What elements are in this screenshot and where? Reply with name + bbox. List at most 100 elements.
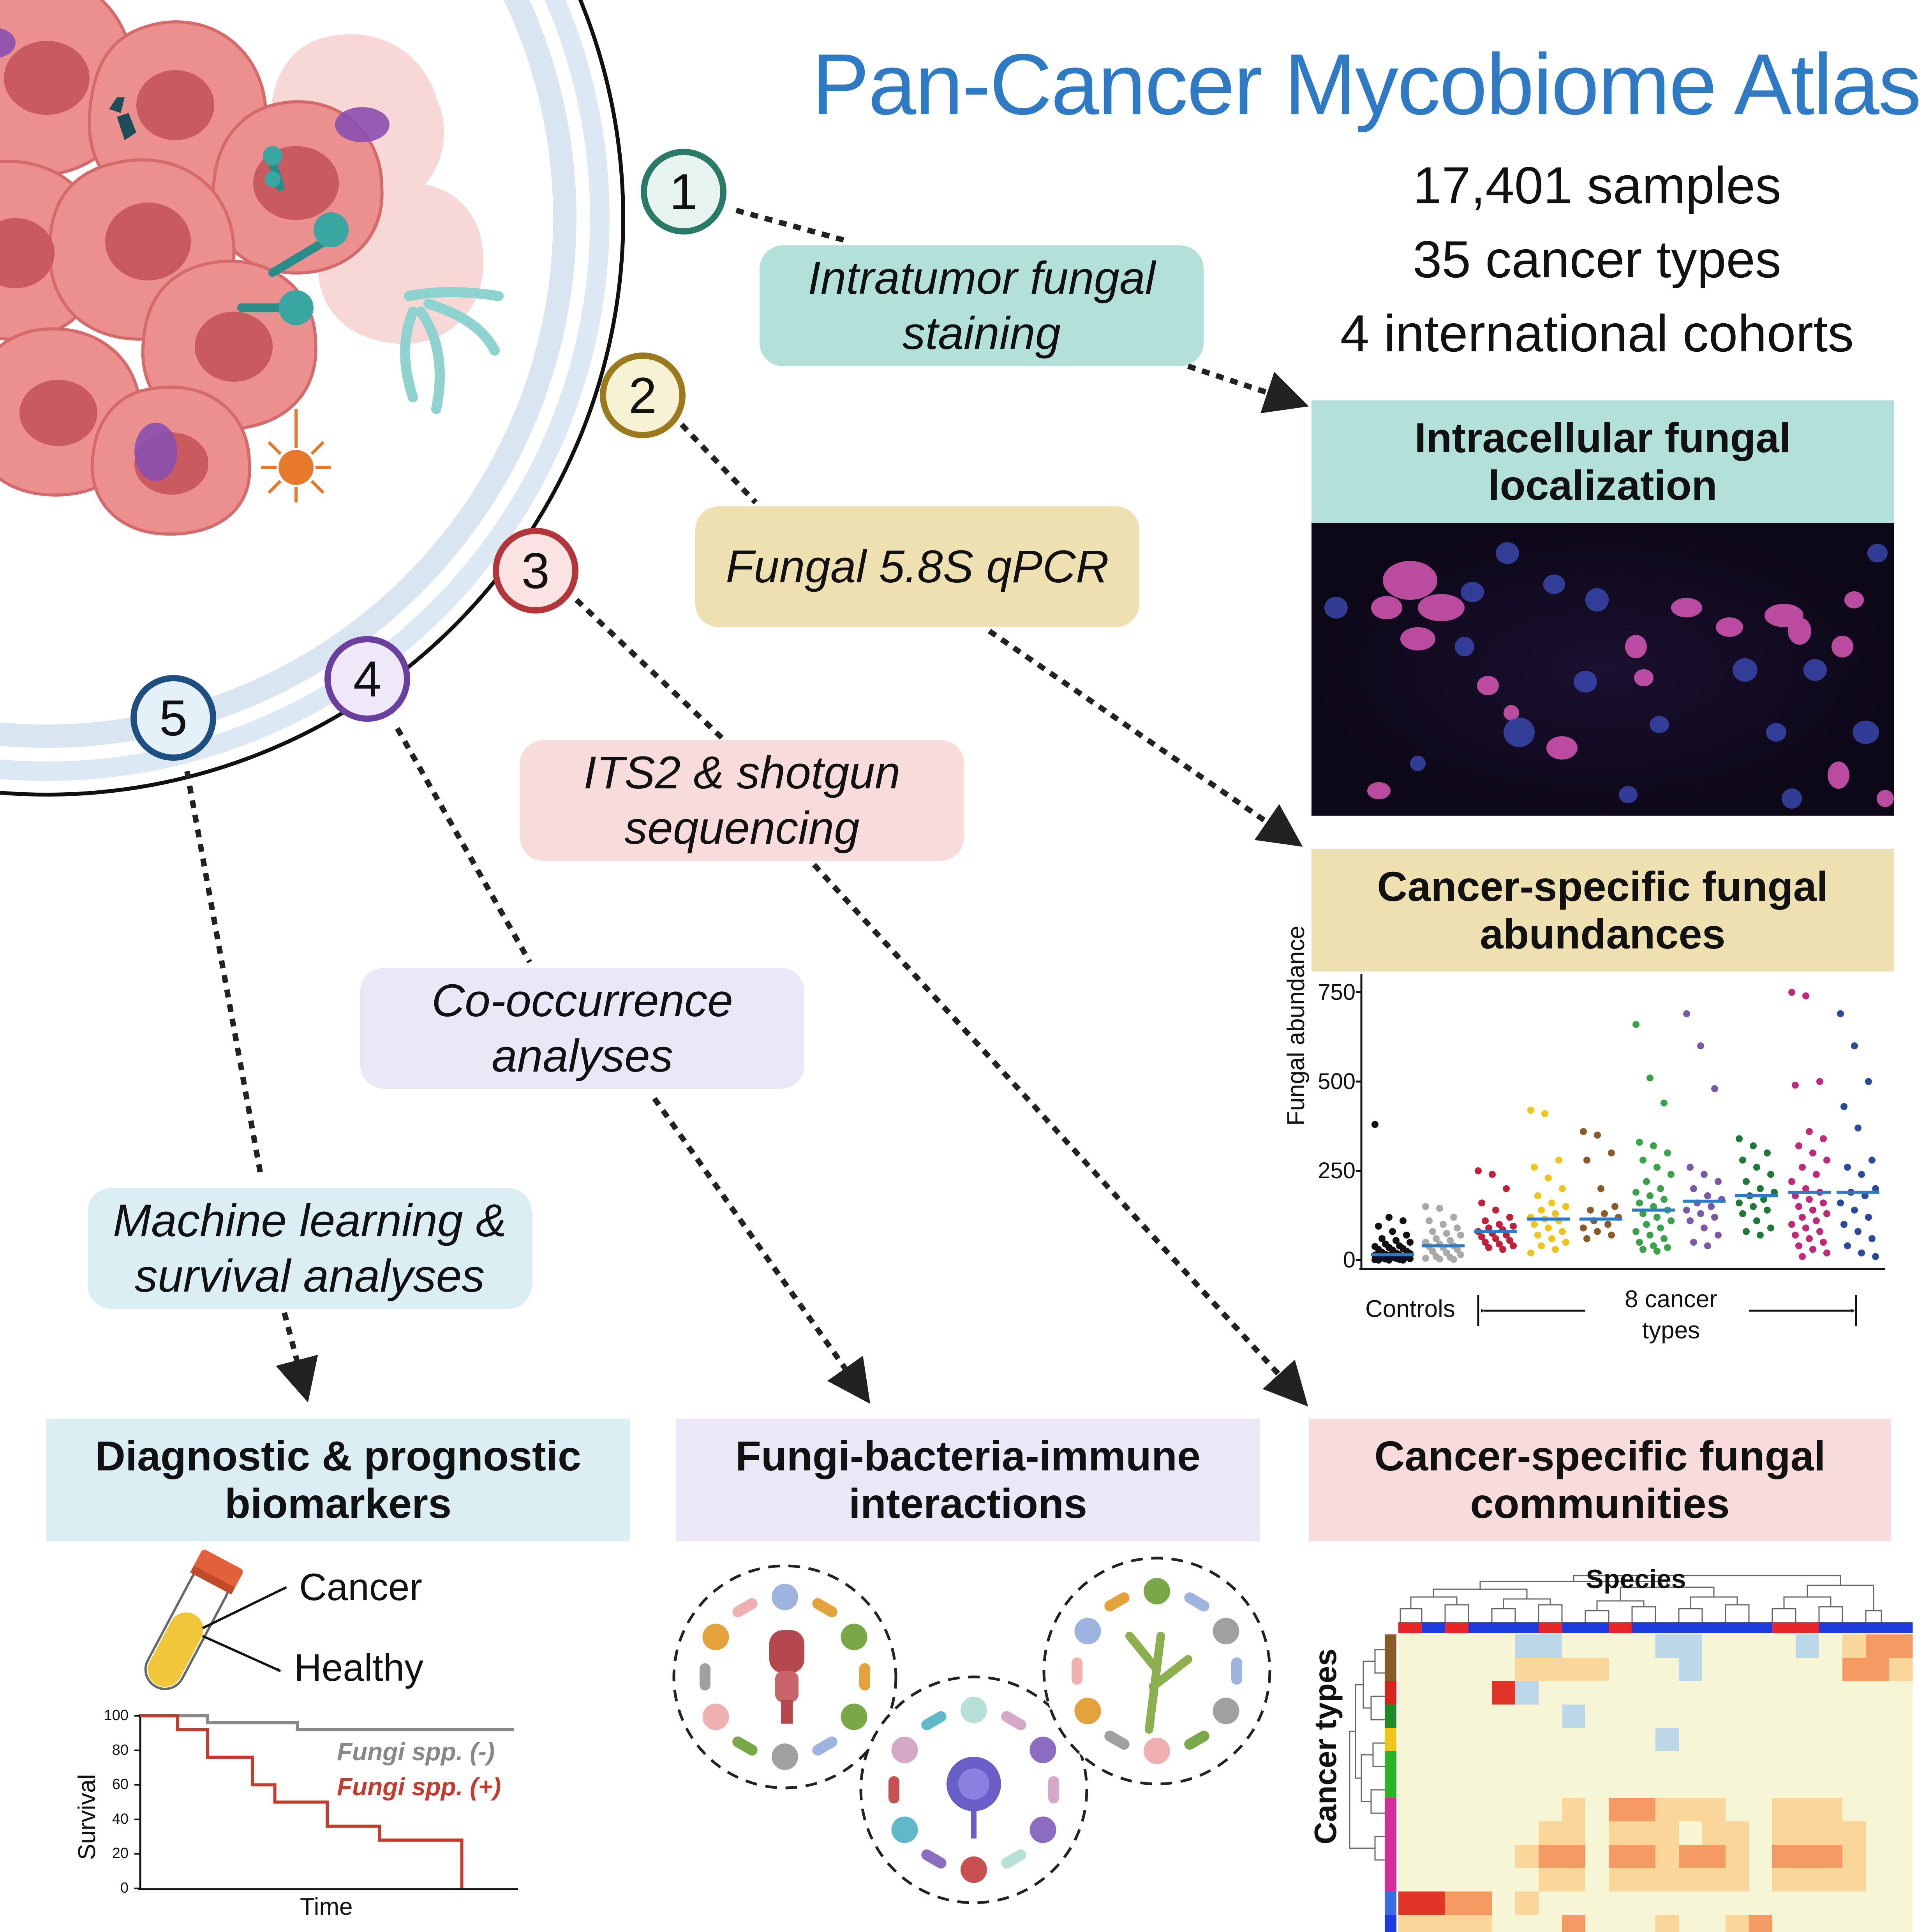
abundance-point xyxy=(1792,1231,1799,1239)
heatmap-cell xyxy=(1749,1728,1773,1752)
heatmap-cell xyxy=(1632,1821,1656,1845)
immune-cell-icon xyxy=(1144,1578,1170,1604)
immune-cell-icon xyxy=(841,1624,867,1650)
abundance-point xyxy=(1792,1192,1799,1199)
heatmap-cell xyxy=(1539,1891,1562,1915)
abundance-point xyxy=(1799,1214,1806,1221)
heatmap-col-color xyxy=(1609,1622,1632,1633)
abundance-point xyxy=(1650,1242,1657,1250)
abundance-point xyxy=(1597,1185,1604,1192)
heatmap-cell xyxy=(1889,1728,1913,1752)
heatmap-cell xyxy=(1749,1915,1773,1932)
abundance-point xyxy=(1760,1196,1767,1203)
heatmap-cell xyxy=(1842,1891,1866,1915)
abundance-point xyxy=(1664,1149,1671,1156)
heatmap-cell xyxy=(1702,1891,1726,1915)
heatmap-cell xyxy=(1679,1891,1703,1915)
abundance-point xyxy=(1378,1235,1386,1242)
method-qpcr-line-1: Fungal 5.8S qPCR xyxy=(726,541,1109,592)
immune-cell-icon xyxy=(961,1856,987,1883)
heatmap-cell xyxy=(1445,1751,1469,1775)
abundance-point xyxy=(1795,1142,1802,1149)
abundance-point xyxy=(1559,1185,1566,1192)
arrow-4a xyxy=(395,727,532,964)
heatmap-cell xyxy=(1726,1681,1749,1705)
heatmap-cell xyxy=(1492,1775,1516,1798)
heatmap-col-color xyxy=(1398,1622,1422,1633)
heatmap-cell xyxy=(1609,1891,1632,1915)
heatmap-cell xyxy=(1866,1681,1890,1705)
abundance-point xyxy=(1757,1231,1764,1239)
heatmap-cell xyxy=(1702,1751,1726,1775)
heatmap-cell xyxy=(1422,1891,1445,1915)
heatmap-cell xyxy=(1398,1798,1422,1822)
arrow-3b xyxy=(812,863,1308,1407)
method-qpcr: Fungal 5.8S qPCR xyxy=(695,506,1139,627)
cancer-types-dendrogram xyxy=(1349,1649,1385,1861)
heatmap-cell xyxy=(1468,1634,1492,1658)
survival-series-1 xyxy=(140,1714,464,1888)
heatmap-cell xyxy=(1749,1658,1773,1682)
heatmap-cell xyxy=(1539,1821,1562,1845)
abundance-point xyxy=(1506,1237,1513,1244)
heatmap-col-color xyxy=(1468,1622,1492,1633)
cancer-types-label-2: types xyxy=(1642,1317,1700,1344)
heatmap-cell xyxy=(1889,1891,1913,1915)
abundance-tick-label: 500 xyxy=(1318,1068,1356,1094)
method-fungal-staining: Intratumor fungal staining xyxy=(760,245,1204,366)
abundance-point xyxy=(1837,1199,1844,1207)
abundance-tick-label: 0 xyxy=(1343,1247,1356,1273)
heatmap-cell xyxy=(1866,1658,1890,1682)
abundance-point xyxy=(1548,1199,1555,1207)
abundance-point xyxy=(1639,1246,1646,1253)
abundance-point xyxy=(1844,1242,1851,1250)
abundance-point xyxy=(1858,1249,1865,1257)
heatmap-cell xyxy=(1726,1634,1749,1658)
heatmap-row-color xyxy=(1385,1775,1396,1798)
abundance-point xyxy=(1764,1206,1771,1214)
panel-communities-title-1: Cancer-specific fungal xyxy=(1374,1432,1826,1479)
abundance-point xyxy=(1643,1221,1650,1228)
abundance-point xyxy=(1443,1230,1450,1237)
heatmap-cell xyxy=(1819,1798,1843,1822)
abundance-group-4 xyxy=(1579,1128,1622,1242)
abundance-point xyxy=(1690,1239,1697,1246)
heatmap-col-color xyxy=(1772,1622,1796,1633)
bacterium-icon xyxy=(1048,1776,1059,1803)
abundance-point xyxy=(1531,1163,1538,1171)
heatmap-cell xyxy=(1422,1868,1445,1892)
heatmap-cell xyxy=(1398,1751,1422,1775)
heatmap-cell xyxy=(1632,1915,1656,1932)
heatmap-cell xyxy=(1632,1681,1656,1705)
abundance-point xyxy=(1854,1228,1861,1235)
heatmap-cell xyxy=(1726,1775,1749,1798)
abundance-point xyxy=(1799,1253,1806,1260)
heatmap-cell xyxy=(1539,1658,1562,1682)
heatmap-cell xyxy=(1539,1915,1562,1932)
heatmap-cell xyxy=(1609,1775,1632,1798)
heatmap-cell xyxy=(1842,1915,1866,1932)
abundance-point xyxy=(1375,1257,1382,1264)
heatmap-cell xyxy=(1842,1681,1866,1705)
abundance-point xyxy=(1608,1149,1615,1156)
heatmap-cell xyxy=(1679,1634,1703,1658)
abundance-point xyxy=(1795,1242,1802,1250)
heatmap-cell xyxy=(1702,1915,1726,1932)
heatmap-row-color xyxy=(1385,1658,1396,1682)
controls-label: Controls xyxy=(1365,1296,1455,1322)
heatmap-cell xyxy=(1749,1681,1773,1705)
abundance-point xyxy=(1503,1231,1510,1239)
abundance-point xyxy=(1844,1163,1851,1171)
abundance-point xyxy=(1840,1221,1847,1228)
heatmap-cell xyxy=(1749,1775,1773,1798)
heatmap-cell xyxy=(1492,1845,1516,1869)
blood-tube-icon xyxy=(144,1549,243,1690)
abundance-point xyxy=(1788,1178,1795,1185)
heatmap-cell xyxy=(1585,1915,1609,1932)
heatmap-cell xyxy=(1819,1891,1843,1915)
abundance-point xyxy=(1583,1235,1590,1242)
abundance-point xyxy=(1639,1210,1646,1217)
heatmap-cell xyxy=(1609,1728,1632,1752)
heatmap-cell xyxy=(1655,1798,1679,1822)
abundance-point xyxy=(1492,1235,1499,1242)
